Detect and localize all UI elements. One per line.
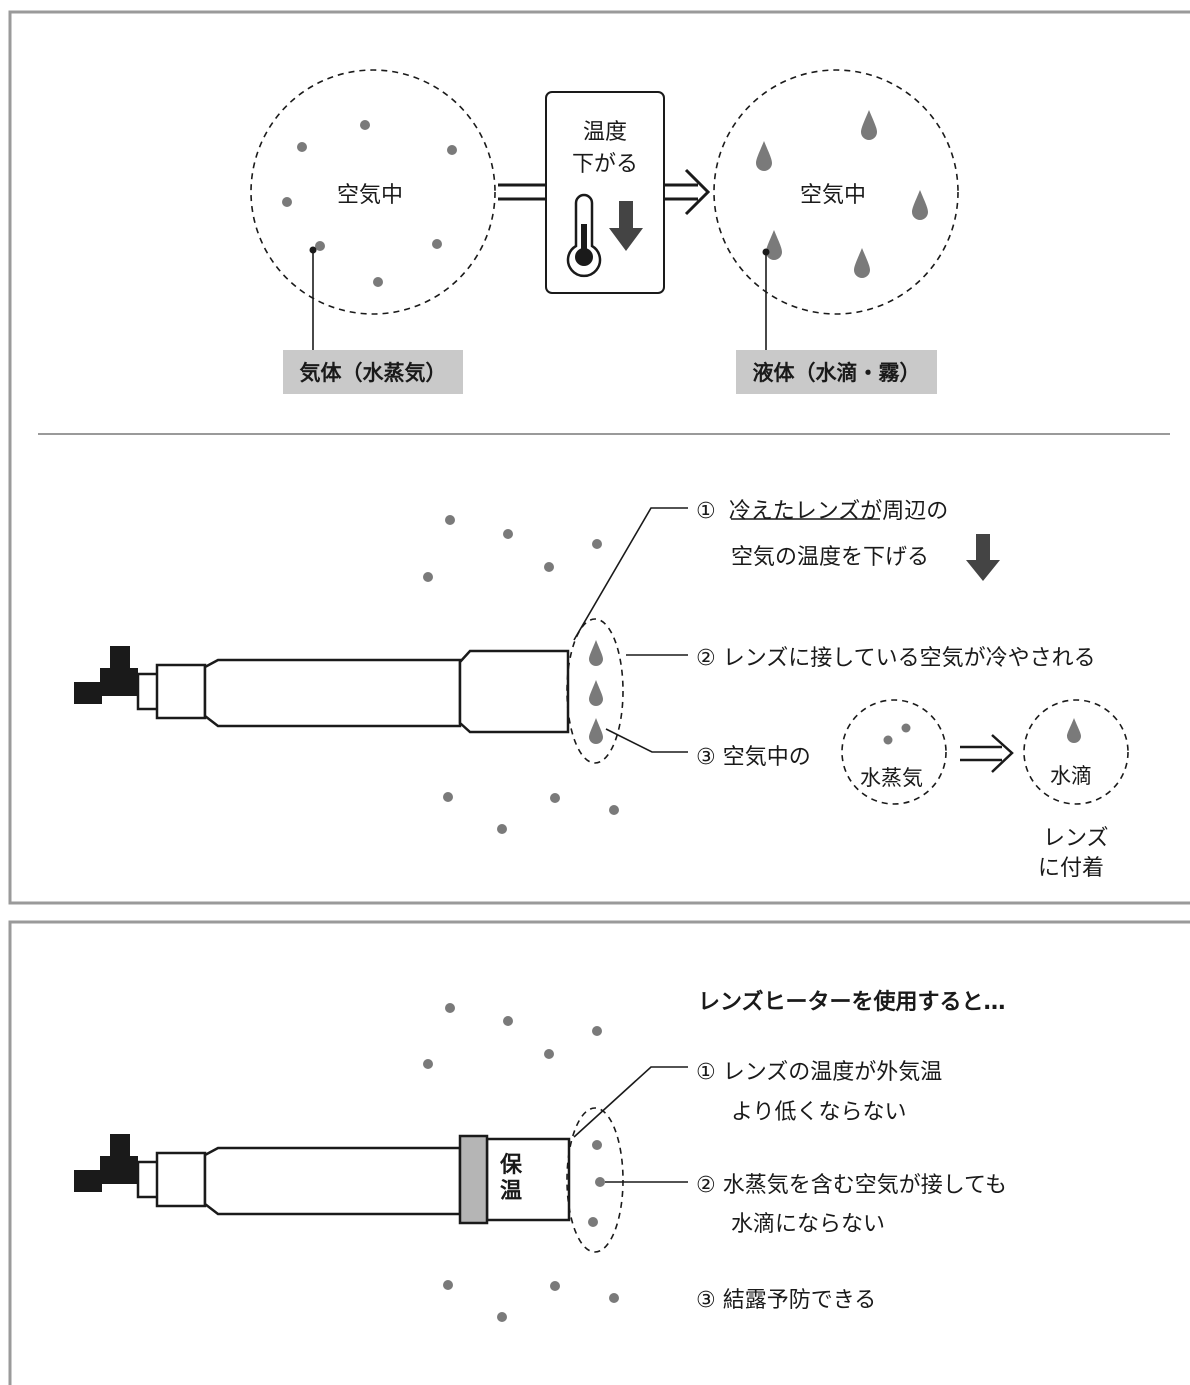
droplet-mini (1067, 718, 1081, 743)
implies-arrow-top (664, 168, 711, 216)
double-line-connector (498, 183, 546, 201)
top-panel-frame (8, 10, 1190, 905)
vapor-mini-dots (883, 723, 911, 745)
condensation-zone-middle (566, 618, 624, 764)
down-arrow-icon-middle (966, 534, 1000, 581)
thermometer-icon (566, 193, 602, 278)
vapor-dots-top (282, 120, 457, 287)
camera-lens-middle (74, 646, 570, 734)
middle-note-1-line2: 空気の温度を下げる (731, 545, 930, 570)
hot-shoe-mount (74, 682, 102, 704)
note-rest: が周辺の (860, 499, 949, 524)
lens-heater-band (458, 1134, 489, 1225)
middle-note-2: ② レンズに接している空気が冷やされる (696, 646, 1096, 671)
bottom-note-1-line2: より低くならない (731, 1100, 907, 1125)
bottom-note-2-line2: 水滴にならない (731, 1212, 886, 1237)
droplet-label: 水滴 (1050, 764, 1092, 788)
droplet-mini-circle (1023, 699, 1129, 805)
air-dots-middle (423, 515, 619, 834)
air-dots-bottom (423, 1003, 619, 1322)
bottom-note-3: ③ 結露予防できる (696, 1288, 877, 1313)
temp-box-line2: 下がる (571, 152, 638, 177)
underlined-phrase: 冷えたレンズ (728, 499, 861, 524)
note-number: ① (696, 499, 716, 524)
attach-label-line1: レンズ (1043, 826, 1109, 851)
air-circle-gas (250, 69, 496, 315)
liquid-tag: 液体（水滴・霧） (736, 350, 937, 394)
bottom-heading: レンズヒーターを使用すると… (698, 990, 1006, 1015)
panel-frames (8, 10, 1190, 1385)
air-label-left: 空気中 (337, 183, 404, 208)
thermometer-bulb (575, 224, 593, 266)
bottom-note-1: ① レンズの温度が外気温 (696, 1060, 943, 1085)
bottom-note-2: ② 水蒸気を含む空気が接しても (696, 1173, 1007, 1198)
temp-box-line1: 温度 (582, 120, 627, 145)
middle-note-1: ① 冷えたレンズが周辺の (696, 493, 948, 525)
implies-arrow-middle (960, 734, 1014, 773)
leaders-middle (573, 507, 688, 753)
gas-tag: 気体（水蒸気） (283, 350, 463, 394)
heater-label: 保温 (500, 1153, 523, 1204)
leaders-bottom (573, 1066, 688, 1183)
camera-lens-bottom (74, 1134, 571, 1225)
droplets-top (756, 110, 928, 278)
middle-note-3: ③ 空気中の (696, 745, 811, 770)
bottom-panel-frame (8, 920, 1190, 1385)
protected-zone-bottom (566, 1107, 624, 1253)
air-label-right: 空気中 (800, 183, 867, 208)
down-arrow-icon (609, 201, 643, 251)
attach-label-line2: に付着 (1038, 856, 1105, 881)
vapor-label: 水蒸気 (860, 766, 923, 790)
vapor-mini-circle (841, 699, 947, 805)
air-circle-liquid (713, 69, 959, 315)
droplets-middle (589, 640, 603, 744)
